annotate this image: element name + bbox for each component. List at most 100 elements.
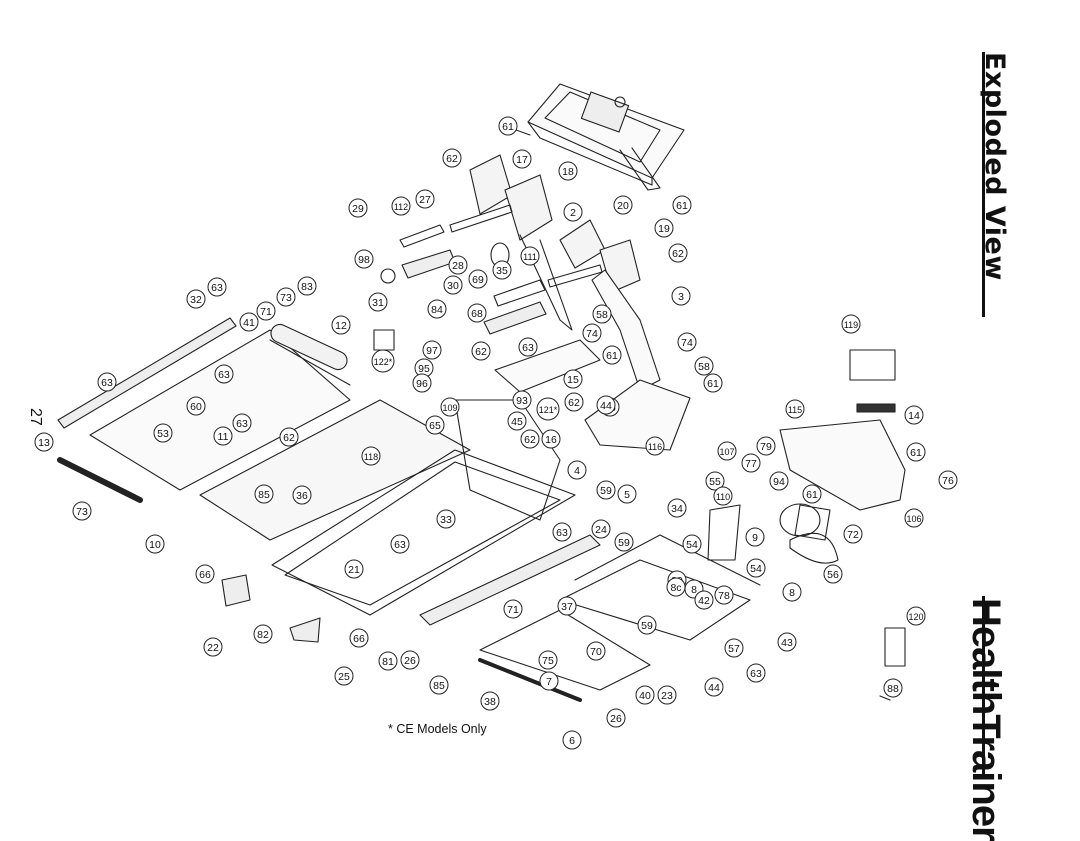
callout-33: 33 bbox=[436, 509, 456, 529]
callout-number: 75 bbox=[542, 655, 554, 667]
callout-119: 119 bbox=[841, 314, 861, 334]
callout-32: 32 bbox=[186, 289, 206, 309]
callout-54: 54 bbox=[682, 534, 702, 554]
callout-62: 62 bbox=[442, 148, 462, 168]
callout-number: 63 bbox=[236, 418, 248, 430]
title-rule bbox=[982, 52, 985, 317]
callout-number: 32 bbox=[190, 294, 202, 306]
callout-106: 106 bbox=[904, 508, 924, 528]
callout-number: 53 bbox=[157, 428, 169, 440]
callout-number: 79 bbox=[760, 441, 772, 453]
callout-number: 73 bbox=[280, 292, 292, 304]
callout-107: 107 bbox=[717, 441, 737, 461]
deck-assembly bbox=[57, 317, 471, 541]
callout-34: 34 bbox=[667, 498, 687, 518]
callout-number: 21 bbox=[348, 564, 360, 576]
callout-number: 60 bbox=[190, 401, 202, 413]
callout-number: 73 bbox=[76, 506, 88, 518]
brand-rule bbox=[982, 596, 985, 776]
callout-61: 61 bbox=[703, 373, 723, 393]
callout-number: 97 bbox=[426, 345, 438, 357]
callout-number: 34 bbox=[671, 503, 683, 515]
callout-94: 94 bbox=[769, 471, 789, 491]
callout-2: 2 bbox=[563, 202, 583, 222]
callout-62: 62 bbox=[668, 243, 688, 263]
callout-number: 88 bbox=[887, 683, 899, 695]
callout-number: 6 bbox=[569, 735, 575, 747]
callout-112: 112 bbox=[391, 196, 411, 216]
callout-number: 24 bbox=[595, 524, 607, 536]
callout-61: 61 bbox=[906, 442, 926, 462]
callout-number: 14 bbox=[908, 410, 920, 422]
callout-number: 9 bbox=[752, 532, 758, 544]
callout-98: 98 bbox=[354, 249, 374, 269]
callout-18: 18 bbox=[558, 161, 578, 181]
callout-15: 15 bbox=[563, 369, 583, 389]
callout-number: 54 bbox=[686, 539, 698, 551]
callout-63: 63 bbox=[232, 413, 252, 433]
callout-number: 106 bbox=[906, 514, 921, 524]
callout-number: 5 bbox=[624, 489, 630, 501]
callout-22: 22 bbox=[203, 637, 223, 657]
callout-number: 107 bbox=[719, 447, 734, 457]
callout-number: 74 bbox=[681, 337, 693, 349]
callout-38: 38 bbox=[480, 691, 500, 711]
callout-62: 62 bbox=[564, 392, 584, 412]
callout-40: 40 bbox=[635, 685, 655, 705]
callout-number: 10 bbox=[149, 539, 161, 551]
callout-109: 109 bbox=[440, 397, 460, 417]
callout-number: 26 bbox=[404, 655, 416, 667]
callout-number: 58 bbox=[698, 361, 710, 373]
callout-number: 78 bbox=[718, 590, 730, 602]
callout-number: 94 bbox=[773, 476, 785, 488]
callout-36: 36 bbox=[292, 485, 312, 505]
callout-121-ce: 121* bbox=[536, 397, 560, 421]
upright-assembly bbox=[449, 154, 691, 451]
callout-5: 5 bbox=[617, 484, 637, 504]
callout-70: 70 bbox=[586, 641, 606, 661]
callout-4: 4 bbox=[567, 460, 587, 480]
callout-number: 33 bbox=[440, 514, 452, 526]
callout-number: 71 bbox=[507, 604, 519, 616]
motor-assembly bbox=[707, 419, 906, 564]
callout-number: 29 bbox=[352, 203, 364, 215]
callout-43: 43 bbox=[777, 632, 797, 652]
callout-63: 63 bbox=[746, 663, 766, 683]
callout-number: 93 bbox=[516, 395, 528, 407]
callout-122-ce: 122* bbox=[371, 349, 395, 373]
callout-number: 96 bbox=[416, 378, 428, 390]
callout-number: 15 bbox=[567, 374, 579, 386]
callout-30: 30 bbox=[443, 275, 463, 295]
callout-number: 85 bbox=[433, 680, 445, 692]
callout-number: 18 bbox=[562, 166, 574, 178]
callout-number: 55 bbox=[709, 476, 721, 488]
callout-number: 95 bbox=[418, 363, 430, 375]
callout-number: 61 bbox=[806, 489, 818, 501]
callout-number: 45 bbox=[511, 416, 523, 428]
callout-58: 58 bbox=[592, 304, 612, 324]
callout-68: 68 bbox=[467, 303, 487, 323]
callout-41: 41 bbox=[239, 312, 259, 332]
callout-number: 7 bbox=[546, 676, 552, 688]
callout-115: 115 bbox=[785, 399, 805, 419]
callout-number: 76 bbox=[942, 475, 954, 487]
page-title: Exploded View bbox=[979, 52, 1010, 281]
callout-118: 118 bbox=[361, 446, 381, 466]
callout-number: 115 bbox=[788, 405, 802, 415]
callout-73: 73 bbox=[276, 287, 296, 307]
callout-number: 116 bbox=[648, 442, 662, 452]
callout-62: 62 bbox=[279, 427, 299, 447]
callout-29: 29 bbox=[348, 198, 368, 218]
callout-23: 23 bbox=[657, 685, 677, 705]
callout-74: 74 bbox=[677, 332, 697, 352]
callout-number: 63 bbox=[556, 527, 568, 539]
callout-78: 78 bbox=[714, 585, 734, 605]
callout-77: 77 bbox=[741, 453, 761, 473]
callout-53: 53 bbox=[153, 423, 173, 443]
callout-number: 68 bbox=[471, 308, 483, 320]
callout-number: 17 bbox=[516, 154, 528, 166]
callout-number: 27 bbox=[419, 194, 431, 206]
callout-number: 59 bbox=[600, 485, 612, 497]
callout-111: 111 bbox=[520, 246, 540, 266]
callout-61: 61 bbox=[802, 484, 822, 504]
